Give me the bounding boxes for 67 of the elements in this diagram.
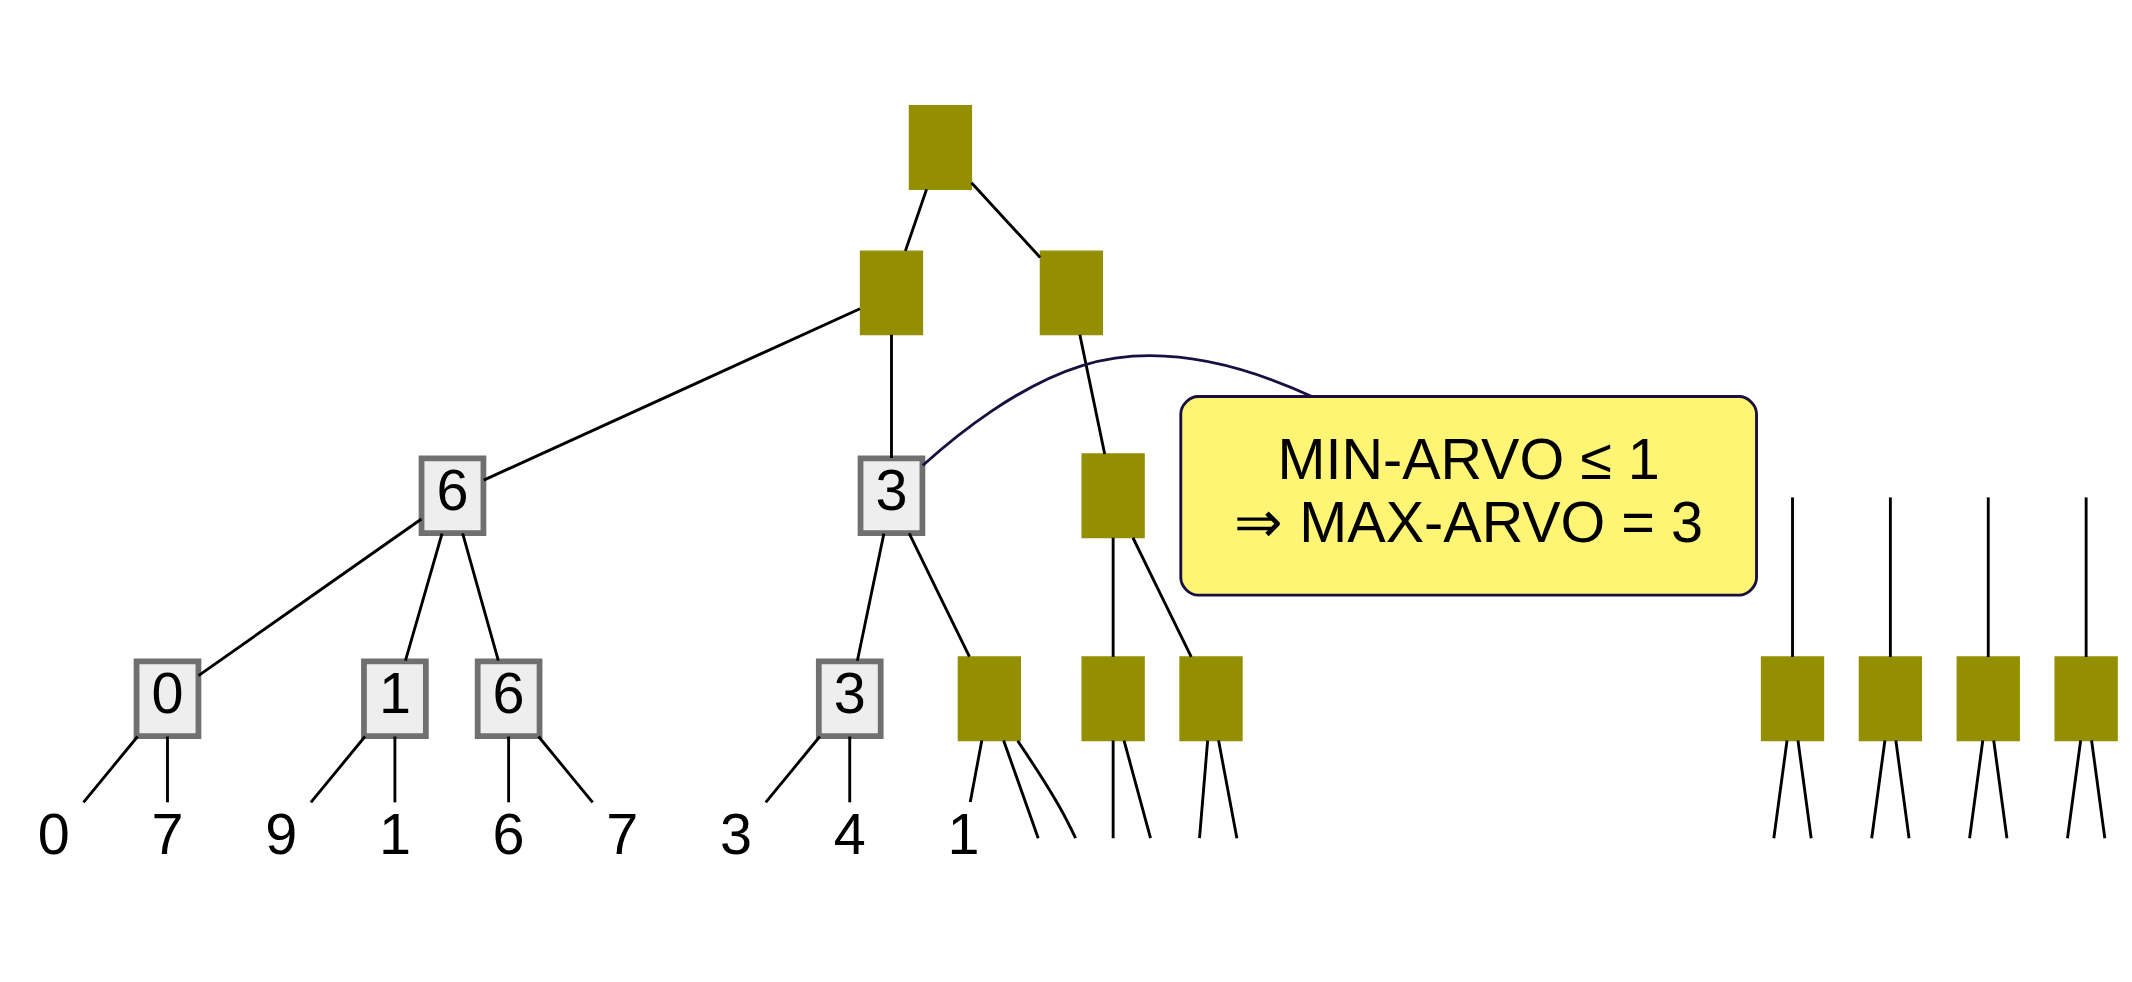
connector — [904, 188, 928, 251]
connector — [483, 306, 861, 481]
connector — [2084, 496, 2088, 657]
connector — [1122, 739, 1152, 839]
connector — [507, 736, 511, 802]
connector — [1078, 334, 1107, 454]
connector — [393, 736, 397, 802]
connector — [2066, 739, 2083, 838]
connector — [1986, 496, 1990, 657]
node-text: 1 — [947, 801, 980, 866]
connector — [2090, 739, 2107, 838]
node-box: 3 — [857, 455, 926, 536]
connector — [1870, 739, 1887, 838]
connector — [1111, 537, 1115, 657]
node-box — [1858, 655, 1923, 741]
connector — [197, 517, 423, 677]
node-box — [2054, 655, 2118, 741]
connector — [848, 736, 852, 802]
connector — [1791, 496, 1794, 657]
connector — [907, 532, 971, 657]
node-text: 0 — [37, 801, 70, 866]
connector — [890, 334, 893, 458]
connector — [537, 735, 594, 803]
node-text: 9 — [265, 801, 298, 866]
connector — [1772, 739, 1789, 838]
connector — [1894, 739, 1911, 838]
node-box — [1039, 249, 1104, 335]
connector — [1968, 739, 1985, 838]
connector — [1016, 739, 1077, 839]
node-box — [908, 104, 973, 190]
node-box: 3 — [815, 657, 884, 739]
connector — [1888, 496, 1892, 657]
node-box — [1081, 655, 1145, 741]
connector — [921, 354, 1312, 467]
connector — [1131, 536, 1193, 658]
node-box — [1081, 452, 1145, 538]
node-box: 6 — [474, 657, 543, 739]
node-box: 6 — [418, 455, 487, 536]
node-text: 6 — [492, 801, 525, 866]
node-text: 4 — [833, 801, 866, 866]
connector — [1796, 739, 1813, 838]
connector — [1992, 739, 2009, 838]
node-box — [1760, 655, 1825, 741]
connector — [404, 532, 444, 661]
node-box — [1956, 655, 2020, 741]
node-text: 3 — [720, 801, 753, 866]
connector — [166, 736, 169, 802]
connector — [970, 181, 1042, 258]
connector — [1002, 739, 1040, 839]
node-box — [1179, 655, 1243, 741]
connector — [1198, 739, 1210, 838]
connector — [309, 735, 367, 803]
node-text: 7 — [606, 801, 639, 866]
connector — [1111, 740, 1115, 838]
connector — [461, 532, 500, 661]
connector — [855, 532, 886, 661]
connector — [82, 735, 139, 803]
connector — [764, 735, 821, 803]
node-text: 7 — [151, 801, 184, 866]
node-box: 1 — [361, 657, 429, 739]
node-box — [957, 655, 1021, 741]
node-box — [859, 249, 924, 335]
node-box: MIN-ARVO ≤ 1 ⇒ MAX-ARVO = 3 — [1179, 394, 1758, 597]
connector — [1217, 739, 1239, 838]
node-box: 0 — [133, 657, 202, 739]
node-text: 1 — [378, 801, 411, 866]
connector — [968, 739, 984, 802]
